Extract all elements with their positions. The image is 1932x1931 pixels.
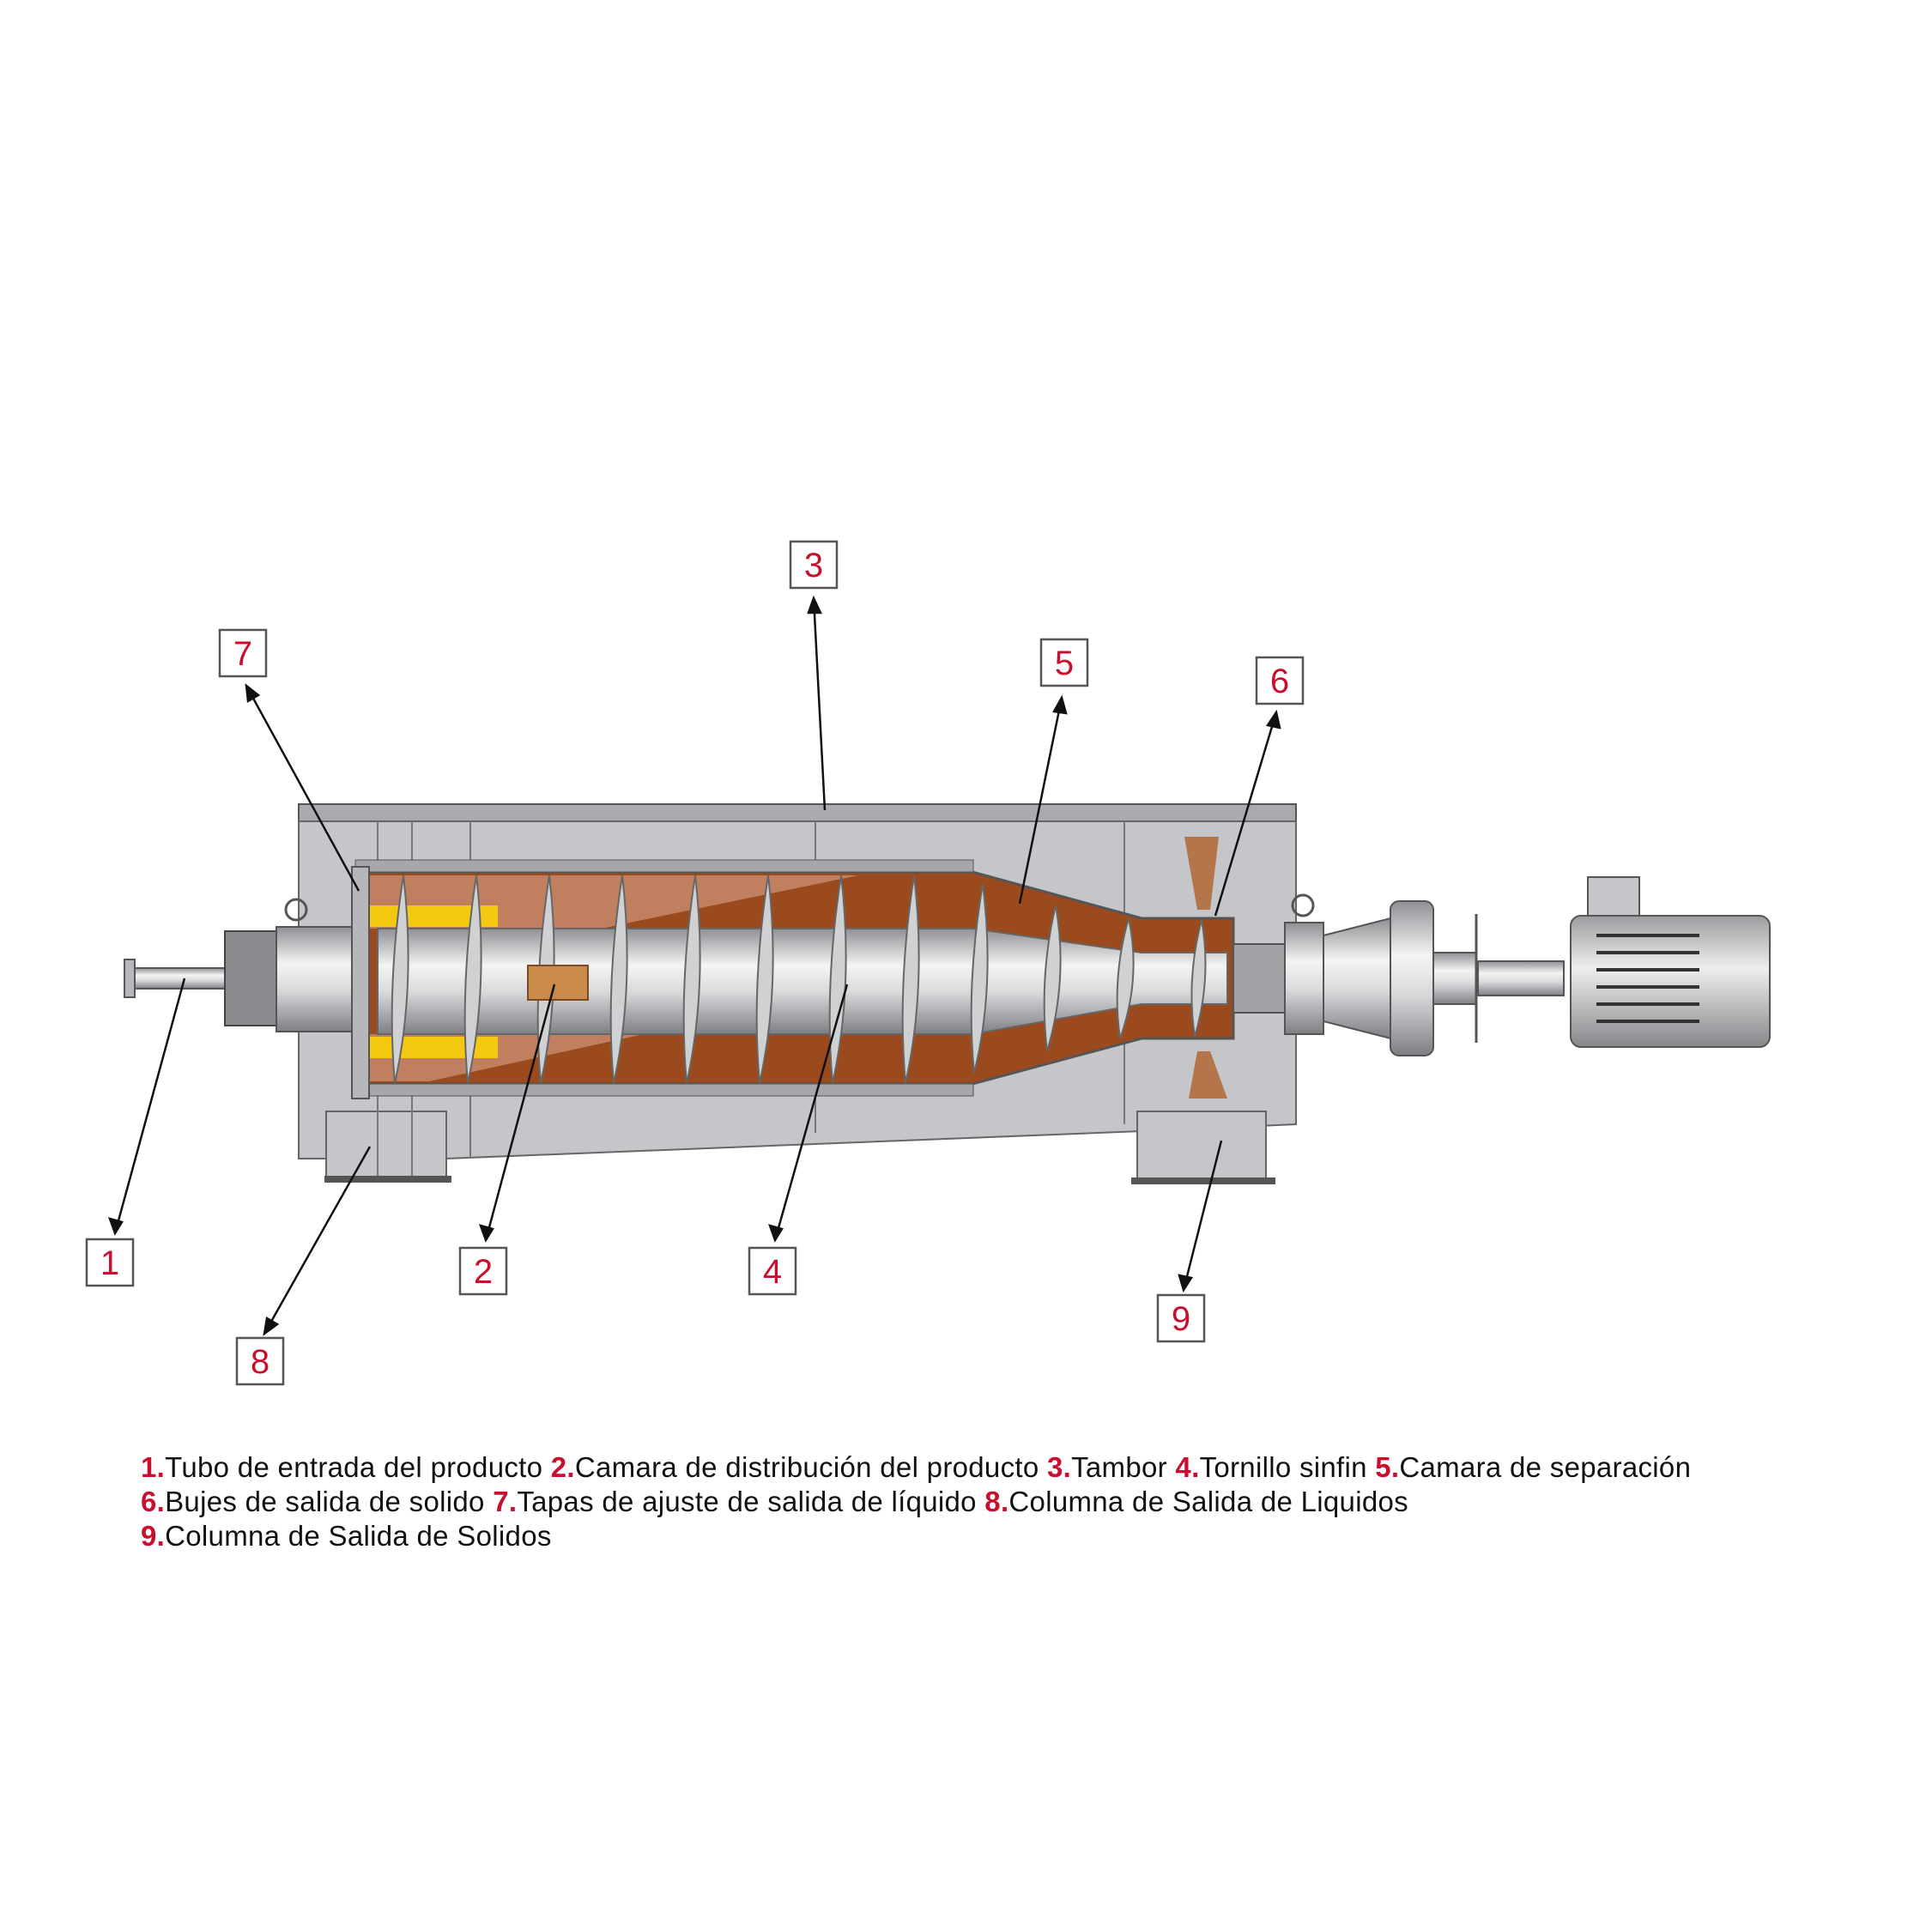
label-4: 4 <box>748 1246 797 1296</box>
legend-text: Tornillo sinfin <box>1199 1451 1367 1483</box>
legend-num: 9. <box>141 1520 166 1552</box>
distribution-chamber <box>527 965 589 1001</box>
legend-text: Bujes de salida de solido <box>165 1486 485 1517</box>
legend-line-2: 6.Bujes de salida de solido 7.Tapas de a… <box>141 1485 1900 1519</box>
electric-motor <box>1570 876 1771 1048</box>
legend-text: Tubo de entrada del producto <box>165 1451 543 1483</box>
svg-text:5: 5 <box>1055 645 1074 682</box>
legend-num: 6. <box>141 1486 166 1517</box>
legend-text: Columna de Salida de Solidos <box>165 1520 552 1552</box>
legend-text: Tapas de ajuste de salida de líquido <box>517 1486 977 1517</box>
legend-num: 5. <box>1375 1451 1400 1483</box>
legend-num: 8. <box>984 1486 1009 1517</box>
feed-tube <box>124 898 353 1032</box>
svg-text:2: 2 <box>474 1253 493 1291</box>
svg-text:8: 8 <box>251 1343 270 1381</box>
legend-text: Camara de separación <box>1399 1451 1692 1483</box>
solid-discharge-spray <box>1184 837 1227 1099</box>
label-1: 1 <box>85 1238 135 1287</box>
label-7: 7 <box>218 628 268 678</box>
leader-lines <box>108 595 1281 1336</box>
label-3: 3 <box>789 540 839 590</box>
legend-caption: 1.Tubo de entrada del producto 2.Camara … <box>141 1450 1900 1553</box>
legend-num: 1. <box>141 1451 166 1483</box>
label-5: 5 <box>1039 638 1089 687</box>
legend-num: 4. <box>1175 1451 1200 1483</box>
legend-num: 7. <box>493 1486 518 1517</box>
svg-text:3: 3 <box>804 547 823 584</box>
label-9: 9 <box>1156 1293 1206 1343</box>
legend-text: Camara de distribución del producto <box>574 1451 1039 1483</box>
label-8: 8 <box>235 1336 285 1386</box>
svg-text:9: 9 <box>1172 1300 1190 1338</box>
svg-text:4: 4 <box>763 1253 782 1291</box>
legend-num: 3. <box>1046 1451 1072 1483</box>
svg-text:7: 7 <box>233 635 252 673</box>
svg-text:1: 1 <box>100 1244 119 1282</box>
legend-num: 2. <box>550 1451 575 1483</box>
legend-text: Columna de Salida de Liquidos <box>1008 1486 1408 1517</box>
legend-text: Tambor <box>1071 1451 1167 1483</box>
legend-line-3: 9.Columna de Salida de Solidos <box>141 1519 1900 1553</box>
legend-line-1: 1.Tubo de entrada del producto 2.Camara … <box>141 1450 1900 1485</box>
label-6: 6 <box>1255 656 1305 705</box>
svg-text:6: 6 <box>1270 663 1289 700</box>
screw-conveyor <box>377 875 1228 1084</box>
label-2: 2 <box>458 1246 508 1296</box>
drive-assembly <box>1232 893 1565 1056</box>
